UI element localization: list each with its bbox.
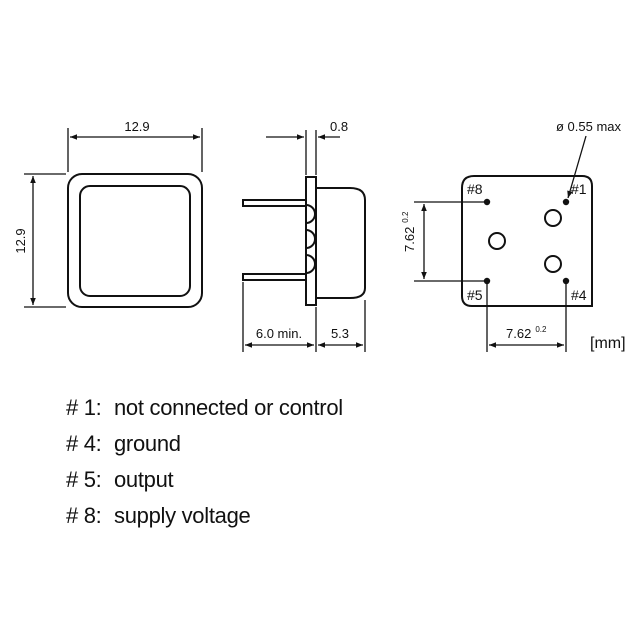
pin-diameter-label: ø 0.55 max [556,119,622,134]
pin-legend: # 1:not connected or control # 4:ground … [66,390,343,534]
legend-item: # 1: not connected or control [66,390,343,426]
front-outer-body [67,173,203,308]
pin-4-dot [562,277,570,285]
legend-desc: output [114,467,174,492]
legend-desc: supply voltage [114,503,251,528]
front-view: 12.9 12.9 [13,119,203,308]
legend-item: # 5: output [66,462,343,498]
feedthrough-2 [488,232,506,250]
front-width-label: 12.9 [124,119,149,134]
side-bead-3 [305,254,316,274]
body-depth-label: 5.3 [331,326,349,341]
pin-spacing-v-label: 7.620.2 [401,211,417,252]
legend-item: # 4: ground [66,426,343,462]
front-inner-face [79,185,191,297]
legend-desc: not connected or control [114,395,343,420]
pin-1-label: #1 [571,181,587,197]
lead-thickness-label: 0.8 [330,119,348,134]
pin-diameter-leader [567,135,587,199]
pin-8-dot [483,198,491,206]
front-height-label: 12.9 [13,228,28,253]
side-body [316,187,366,299]
side-flange [305,176,317,306]
side-lead-bottom [242,273,307,281]
legend-pin: # 8: [66,503,102,528]
pin-5-label: #5 [467,287,483,303]
legend-item: # 8: supply voltage [66,498,343,534]
pin-1-dot [562,198,570,206]
legend-desc: ground [114,431,181,456]
bottom-outline [461,175,593,307]
pin-8-label: #8 [467,181,483,197]
feedthrough-1 [544,209,562,227]
feedthrough-3 [544,255,562,273]
side-bead-1 [305,204,316,224]
legend-pin: # 5: [66,467,102,492]
pin-5-dot [483,277,491,285]
pin-4-label: #4 [571,287,587,303]
side-lead-top [242,199,307,207]
legend-pin: # 1: [66,395,102,420]
legend-pin: # 4: [66,431,102,456]
lead-length-label: 6.0 min. [256,326,302,341]
side-view: 0.8 6.0 min. 5.3 [242,119,366,352]
unit-label: [mm] [590,335,626,352]
side-bead-2 [305,229,316,249]
